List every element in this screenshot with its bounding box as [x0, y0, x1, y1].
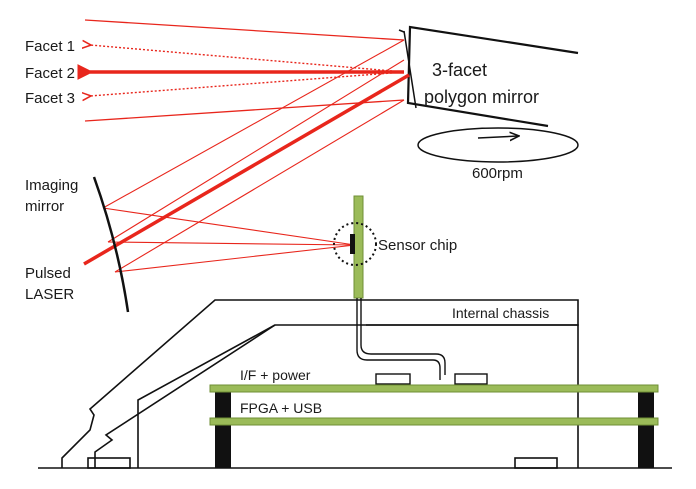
- pulsed-laser-label-line1: Pulsed: [25, 265, 71, 282]
- imaging-mirror-label-line2: mirror: [25, 198, 64, 215]
- return-beam-c: [107, 59, 405, 243]
- scan-beam-top: [84, 19, 405, 41]
- focus-beam-a: [102, 207, 356, 246]
- facet1-label: Facet 1: [25, 38, 75, 55]
- imaging-mirror: [92, 176, 130, 313]
- connector-right: [454, 373, 488, 385]
- scan-beam-bottom: [84, 99, 405, 122]
- if-power-label: I/F + power: [240, 367, 311, 383]
- rpm-label: 600rpm: [472, 165, 523, 182]
- fpga-usb-label: FPGA + USB: [240, 400, 322, 416]
- polygon-mirror: [398, 25, 579, 128]
- facet2-label: Facet 2: [25, 65, 75, 82]
- support-post-right: [638, 390, 654, 468]
- facet3-label: Facet 3: [25, 90, 75, 107]
- flex-cable: [356, 298, 441, 380]
- return-beam-b: [114, 99, 405, 273]
- pulsed-laser-label-line2: LASER: [25, 286, 74, 303]
- polygon-facet: [403, 30, 417, 109]
- connector-left: [375, 373, 411, 385]
- internal-chassis: [61, 299, 579, 469]
- focus-beam-b: [114, 244, 356, 273]
- if-power-board: [209, 384, 659, 393]
- sensor-chip: [350, 234, 355, 254]
- flex-cable-2: [360, 298, 446, 375]
- laser-beam: [83, 73, 410, 266]
- polygon-mirror-label-line1: 3-facet: [432, 60, 487, 80]
- sensor-chip-label: Sensor chip: [378, 237, 457, 254]
- imaging-mirror-label-line1: Imaging: [25, 177, 78, 194]
- focus-beam-c: [107, 241, 356, 246]
- polygon-mirror-label-line2: polygon mirror: [424, 87, 539, 107]
- dotted-circle-icon: [333, 222, 377, 266]
- facet3-arrow: [90, 71, 405, 96]
- chassis-label: Internal chassis: [452, 305, 549, 321]
- ellipse-arrow-icon: [417, 127, 579, 163]
- sensor-board: [353, 195, 364, 299]
- support-post-left: [215, 390, 231, 468]
- facet1-arrow: [90, 45, 405, 73]
- return-beam-a: [102, 39, 405, 209]
- fpga-usb-board: [209, 417, 659, 426]
